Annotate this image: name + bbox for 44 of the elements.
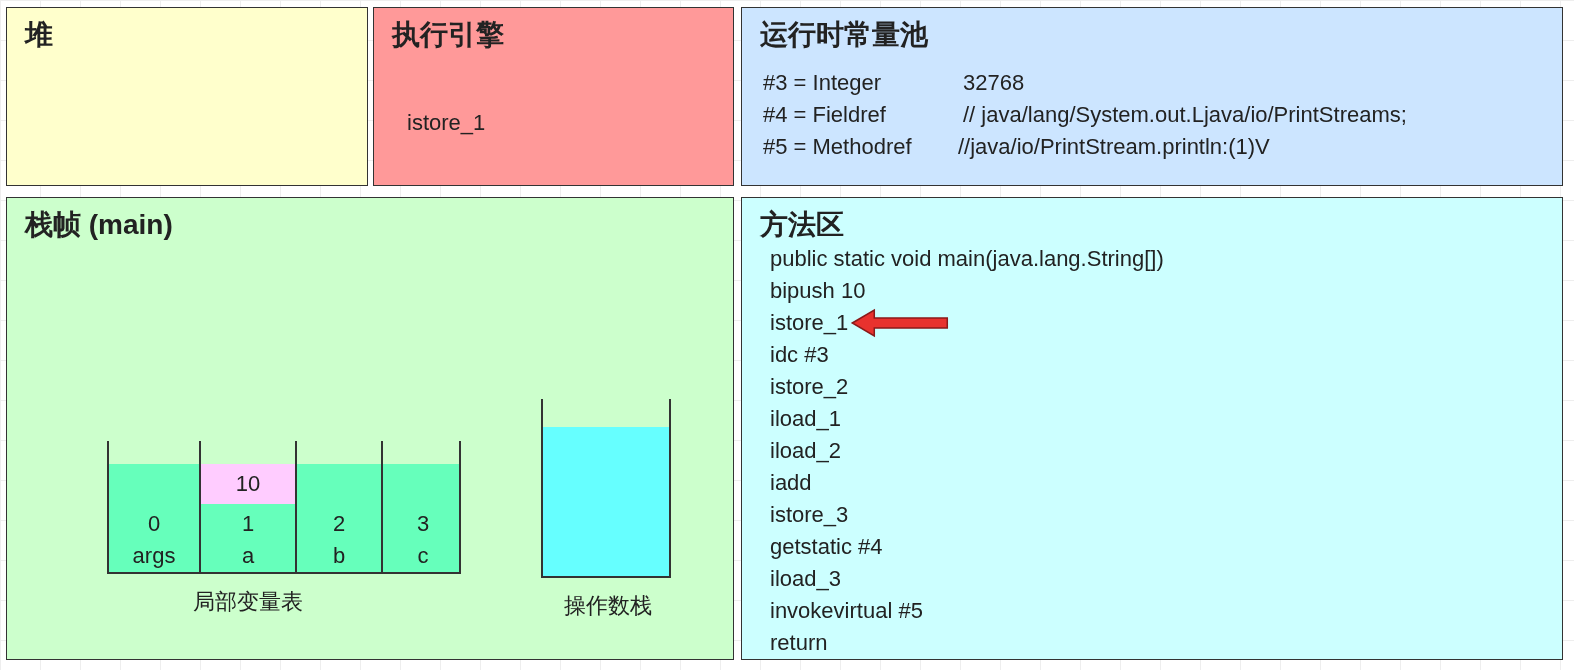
slot-index: 0	[146, 510, 162, 538]
table-caption: 局部变量表	[192, 588, 304, 616]
stack-frame-panel	[6, 197, 734, 660]
instruction-text: bipush 10	[770, 277, 866, 305]
instruction-text: istore_2	[770, 373, 849, 401]
instruction-text: iload_3	[770, 565, 841, 593]
execution-engine-panel	[373, 7, 734, 186]
constant-value: // java/lang/System.out.Ljava/io/PrintStreams;	[963, 101, 1407, 129]
slot-name: c	[416, 542, 430, 570]
instruction-text: iadd	[770, 469, 812, 497]
instruction-text: iload_1	[770, 405, 841, 433]
constant-value: //java/io/PrintStream.println:(1)V	[958, 133, 1270, 161]
panel-title: 执行引擎	[392, 18, 504, 52]
instruction-text: idc #3	[770, 341, 829, 369]
instruction-text: getstatic #4	[770, 533, 883, 561]
constant-value: 32768	[963, 69, 1025, 97]
method-signature: public static void main(java.lang.String[])	[770, 245, 1164, 273]
panel-title: 栈帧 (main)	[25, 208, 173, 242]
panel-title: 堆	[25, 18, 53, 52]
slot-index: 3	[415, 510, 431, 538]
slot-name: b	[331, 542, 347, 570]
instruction-text: return	[770, 629, 828, 657]
slot-value-text: 10	[234, 470, 262, 498]
slot-value	[201, 464, 295, 504]
panel-title: 方法区	[760, 208, 844, 242]
constant-entry: #5 = Methodref	[763, 133, 912, 161]
panel-title: 运行时常量池	[760, 18, 928, 52]
arrow	[850, 308, 949, 338]
instruction-text: iload_2	[770, 437, 841, 465]
instruction-text: istore_3	[770, 501, 849, 529]
slot-index: 1	[240, 510, 256, 538]
heap-panel	[6, 7, 368, 186]
instruction-text: istore_1	[407, 109, 486, 137]
table-caption: 操作数栈	[563, 592, 653, 620]
slot-name: a	[240, 542, 256, 570]
slot-index: 2	[331, 510, 347, 538]
slot-name: args	[131, 542, 177, 570]
method-area-panel	[741, 197, 1563, 660]
instruction-text: invokevirtual #5	[770, 597, 923, 625]
constant-entry: #4 = Fieldref	[763, 101, 886, 129]
table-slot	[199, 441, 295, 574]
instruction-text: istore_1	[770, 309, 849, 337]
constant-pool-panel	[741, 7, 1563, 186]
constant-entry: #3 = Integer	[763, 69, 882, 97]
